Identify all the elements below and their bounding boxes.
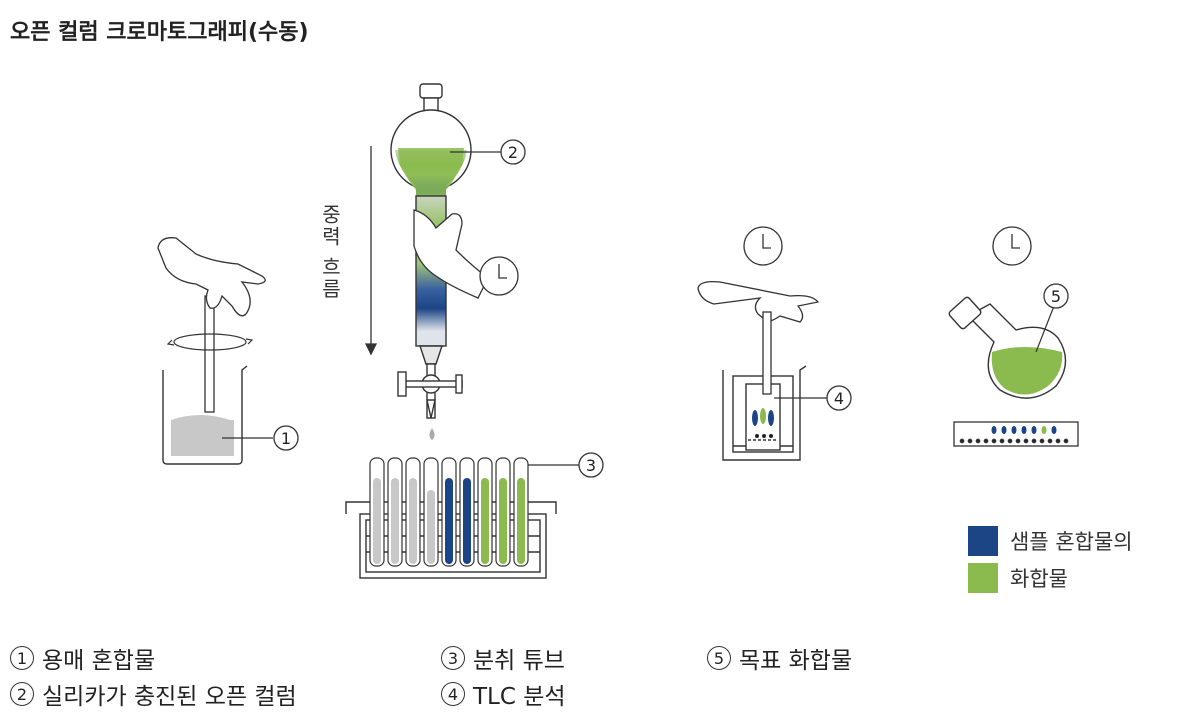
callout-lines xyxy=(222,151,1055,466)
stirring-rod xyxy=(204,295,215,413)
tlc-hand-icon xyxy=(697,280,820,395)
caption-text: TLC 분석 xyxy=(473,684,566,710)
legend-label: 샘플 혼합물의 xyxy=(1010,530,1133,554)
svg-text:2: 2 xyxy=(508,143,518,162)
caption-number: 4 xyxy=(441,682,465,706)
column-hand-icon xyxy=(413,209,489,299)
drop-icon xyxy=(429,428,435,440)
solvent-beaker xyxy=(162,365,248,465)
caption-number: 1 xyxy=(10,646,34,670)
gravity-flow-arrow xyxy=(364,146,378,356)
callout-marker-1: 1 xyxy=(273,425,299,451)
clock-icon xyxy=(992,226,1032,266)
target-flask xyxy=(948,296,1067,399)
fraction-tubes xyxy=(369,457,529,567)
tlc-strip xyxy=(953,421,1079,447)
tlc-plate-spots xyxy=(752,408,774,438)
callout-marker-3: 3 xyxy=(578,452,604,478)
page-title: 오픈 컬럼 크로마토그래피(수동) xyxy=(10,20,309,45)
caption-number: 3 xyxy=(441,646,465,670)
caption-tlc-analysis: 4 TLC 분석 xyxy=(441,677,566,711)
caption-number: 5 xyxy=(707,646,731,670)
caption-solvent-mixture: 1 용매 혼합물 xyxy=(10,641,155,675)
legend-label: 화합물 xyxy=(1010,567,1068,591)
legend-item-compound: 화합물 xyxy=(968,563,1068,593)
caption-text: 목표 화합물 xyxy=(739,648,853,674)
caption-text: 용매 혼합물 xyxy=(42,648,156,674)
caption-fraction-tubes: 3 분취 튜브 xyxy=(441,641,565,675)
svg-text:1: 1 xyxy=(281,429,291,448)
callout-marker-2: 2 xyxy=(500,139,526,165)
clock-icon xyxy=(743,226,783,266)
caption-text: 분취 튜브 xyxy=(473,648,565,674)
caption-open-column: 2 실리카가 충진된 오픈 컬럼 xyxy=(10,677,297,711)
caption-number: 2 xyxy=(10,682,34,706)
hand-icon xyxy=(157,237,266,317)
legend-swatch-green xyxy=(968,563,998,593)
legend-swatch-blue xyxy=(968,526,998,556)
callout-marker-5: 5 xyxy=(1043,283,1069,309)
caption-text: 실리카가 충진된 오픈 컬럼 xyxy=(42,684,297,710)
svg-text:5: 5 xyxy=(1051,287,1061,306)
svg-text:4: 4 xyxy=(834,389,844,408)
legend-item-sample-mixture: 샘플 혼합물의 xyxy=(968,526,1133,556)
clock-icon xyxy=(479,256,519,296)
svg-text:3: 3 xyxy=(586,456,596,475)
gravity-flow-label: 중력 흐름 xyxy=(318,204,342,301)
rotation-arrow-icon xyxy=(166,333,254,351)
callout-marker-4: 4 xyxy=(826,385,852,411)
caption-target-compound: 5 목표 화합물 xyxy=(707,641,852,675)
